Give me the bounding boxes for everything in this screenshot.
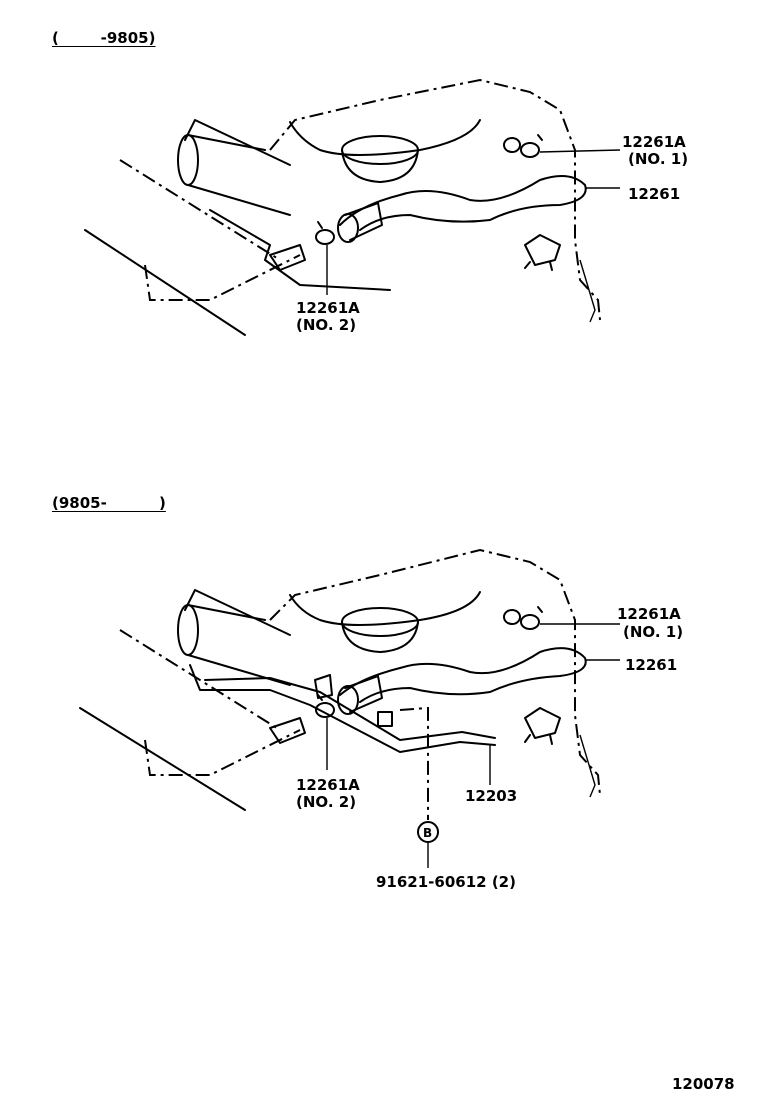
callout-12261a-no2-note-top: (NO. 2) bbox=[296, 316, 357, 334]
callout-12261a-no1-note-top: (NO. 1) bbox=[628, 150, 689, 168]
callout-91621-60612: 91621-60612 (2) bbox=[376, 873, 516, 891]
period-label-bottom: (9805- ) bbox=[52, 494, 166, 512]
callout-12203: 12203 bbox=[465, 787, 518, 805]
callout-12261a-no2-note-bottom: (NO. 2) bbox=[296, 793, 357, 811]
callout-12261a-no2-top: 12261A bbox=[296, 299, 360, 317]
period-label-top: ( -9805) bbox=[52, 29, 156, 47]
callout-12261a-no1-top: 12261A bbox=[622, 133, 686, 151]
figure-number: 120078 bbox=[672, 1075, 735, 1093]
callout-12261-top: 12261 bbox=[628, 185, 681, 203]
marker-b-label: B bbox=[423, 826, 433, 840]
callout-12261-bottom: 12261 bbox=[625, 656, 678, 674]
callout-12261a-no1-bottom: 12261A bbox=[617, 605, 681, 623]
callout-12261a-no2-bottom: 12261A bbox=[296, 776, 360, 794]
callout-12261a-no1-note-bottom: (NO. 1) bbox=[623, 623, 684, 641]
